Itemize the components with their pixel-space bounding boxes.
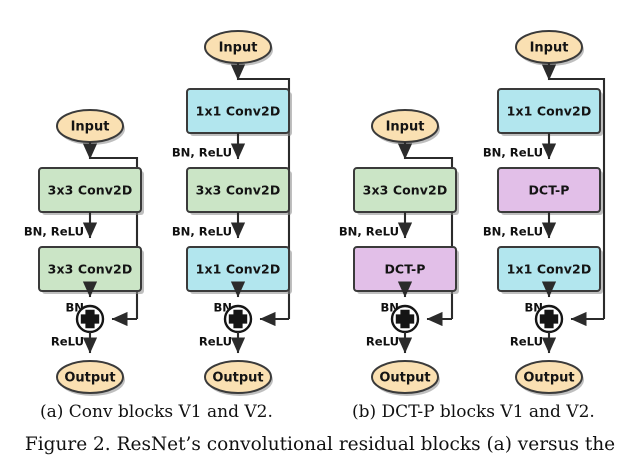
stage-label-dctp-block-v2-2: 1x1 Conv2D [507, 262, 592, 277]
subcaption-b: (b) DCT-P blocks V1 and V2. [352, 402, 595, 422]
edge-label-conv-block-v1-0: BN, ReLU [24, 225, 84, 239]
stage-label-dctp-block-v2-1: DCT-P [528, 183, 569, 198]
stage-label-conv-block-v2-0: 1x1 Conv2D [196, 104, 281, 119]
sum-plus-icon-conv-block-v2 [228, 309, 248, 329]
subcaption-a: (a) Conv blocks V1 and V2. [40, 402, 273, 422]
input-node-label-dctp-block-v1: Input [386, 120, 425, 135]
edge-label-conv-block-v2-0: BN, ReLU [172, 146, 232, 160]
stage-label-conv-block-v1-0: 3x3 Conv2D [48, 183, 133, 198]
activation-label-conv-block-v2: ReLU [199, 335, 232, 349]
output-node-label-conv-block-v2: Output [212, 371, 263, 386]
activation-label-dctp-block-v2: ReLU [510, 335, 543, 349]
activation-label-dctp-block-v1: ReLU [366, 335, 399, 349]
edge-label-dctp-block-v2-0: BN, ReLU [483, 146, 543, 160]
stage-label-dctp-block-v2-0: 1x1 Conv2D [507, 104, 592, 119]
edge-label-conv-block-v2-1: BN, ReLU [172, 225, 232, 239]
stage-label-dctp-block-v1-0: 3x3 Conv2D [363, 183, 448, 198]
stage-label-conv-block-v2-2: 1x1 Conv2D [196, 262, 281, 277]
output-node-dctp-block-v2[interactable] [515, 360, 583, 394]
sum-plus-icon-dctp-block-v1 [395, 309, 415, 329]
skip-connection-dctp-block-v2 [549, 77, 606, 319]
input-node-label-conv-block-v2: Input [219, 41, 258, 56]
input-node-label-conv-block-v1: Input [71, 120, 110, 135]
stage-label-conv-block-v1-1: 3x3 Conv2D [48, 262, 133, 277]
stage-label-conv-block-v2-1: 3x3 Conv2D [196, 183, 281, 198]
sum-plus-icon-dctp-block-v2 [539, 309, 559, 329]
edge-label-dctp-block-v1-0: BN, ReLU [339, 225, 399, 239]
activation-label-conv-block-v1: ReLU [51, 335, 84, 349]
figure-caption: Figure 2. ResNet’s convolutional residua… [24, 434, 616, 455]
skip-connection-conv-block-v2 [238, 77, 291, 319]
output-node-dctp-block-v1[interactable] [371, 360, 439, 394]
output-node-label-dctp-block-v2: Output [523, 371, 574, 386]
edge-label-dctp-block-v2-1: BN, ReLU [483, 225, 543, 239]
output-node-conv-block-v1[interactable] [56, 360, 124, 394]
input-node-label-dctp-block-v2: Input [530, 41, 569, 56]
stage-label-dctp-block-v1-1: DCT-P [384, 262, 425, 277]
subcaption-row: (a) Conv blocks V1 and V2. (b) DCT-P blo… [0, 400, 640, 430]
output-node-conv-block-v2[interactable] [204, 360, 272, 394]
sum-plus-icon-conv-block-v1 [80, 309, 100, 329]
output-node-label-dctp-block-v1: Output [379, 371, 430, 386]
output-node-label-conv-block-v1: Output [64, 371, 115, 386]
